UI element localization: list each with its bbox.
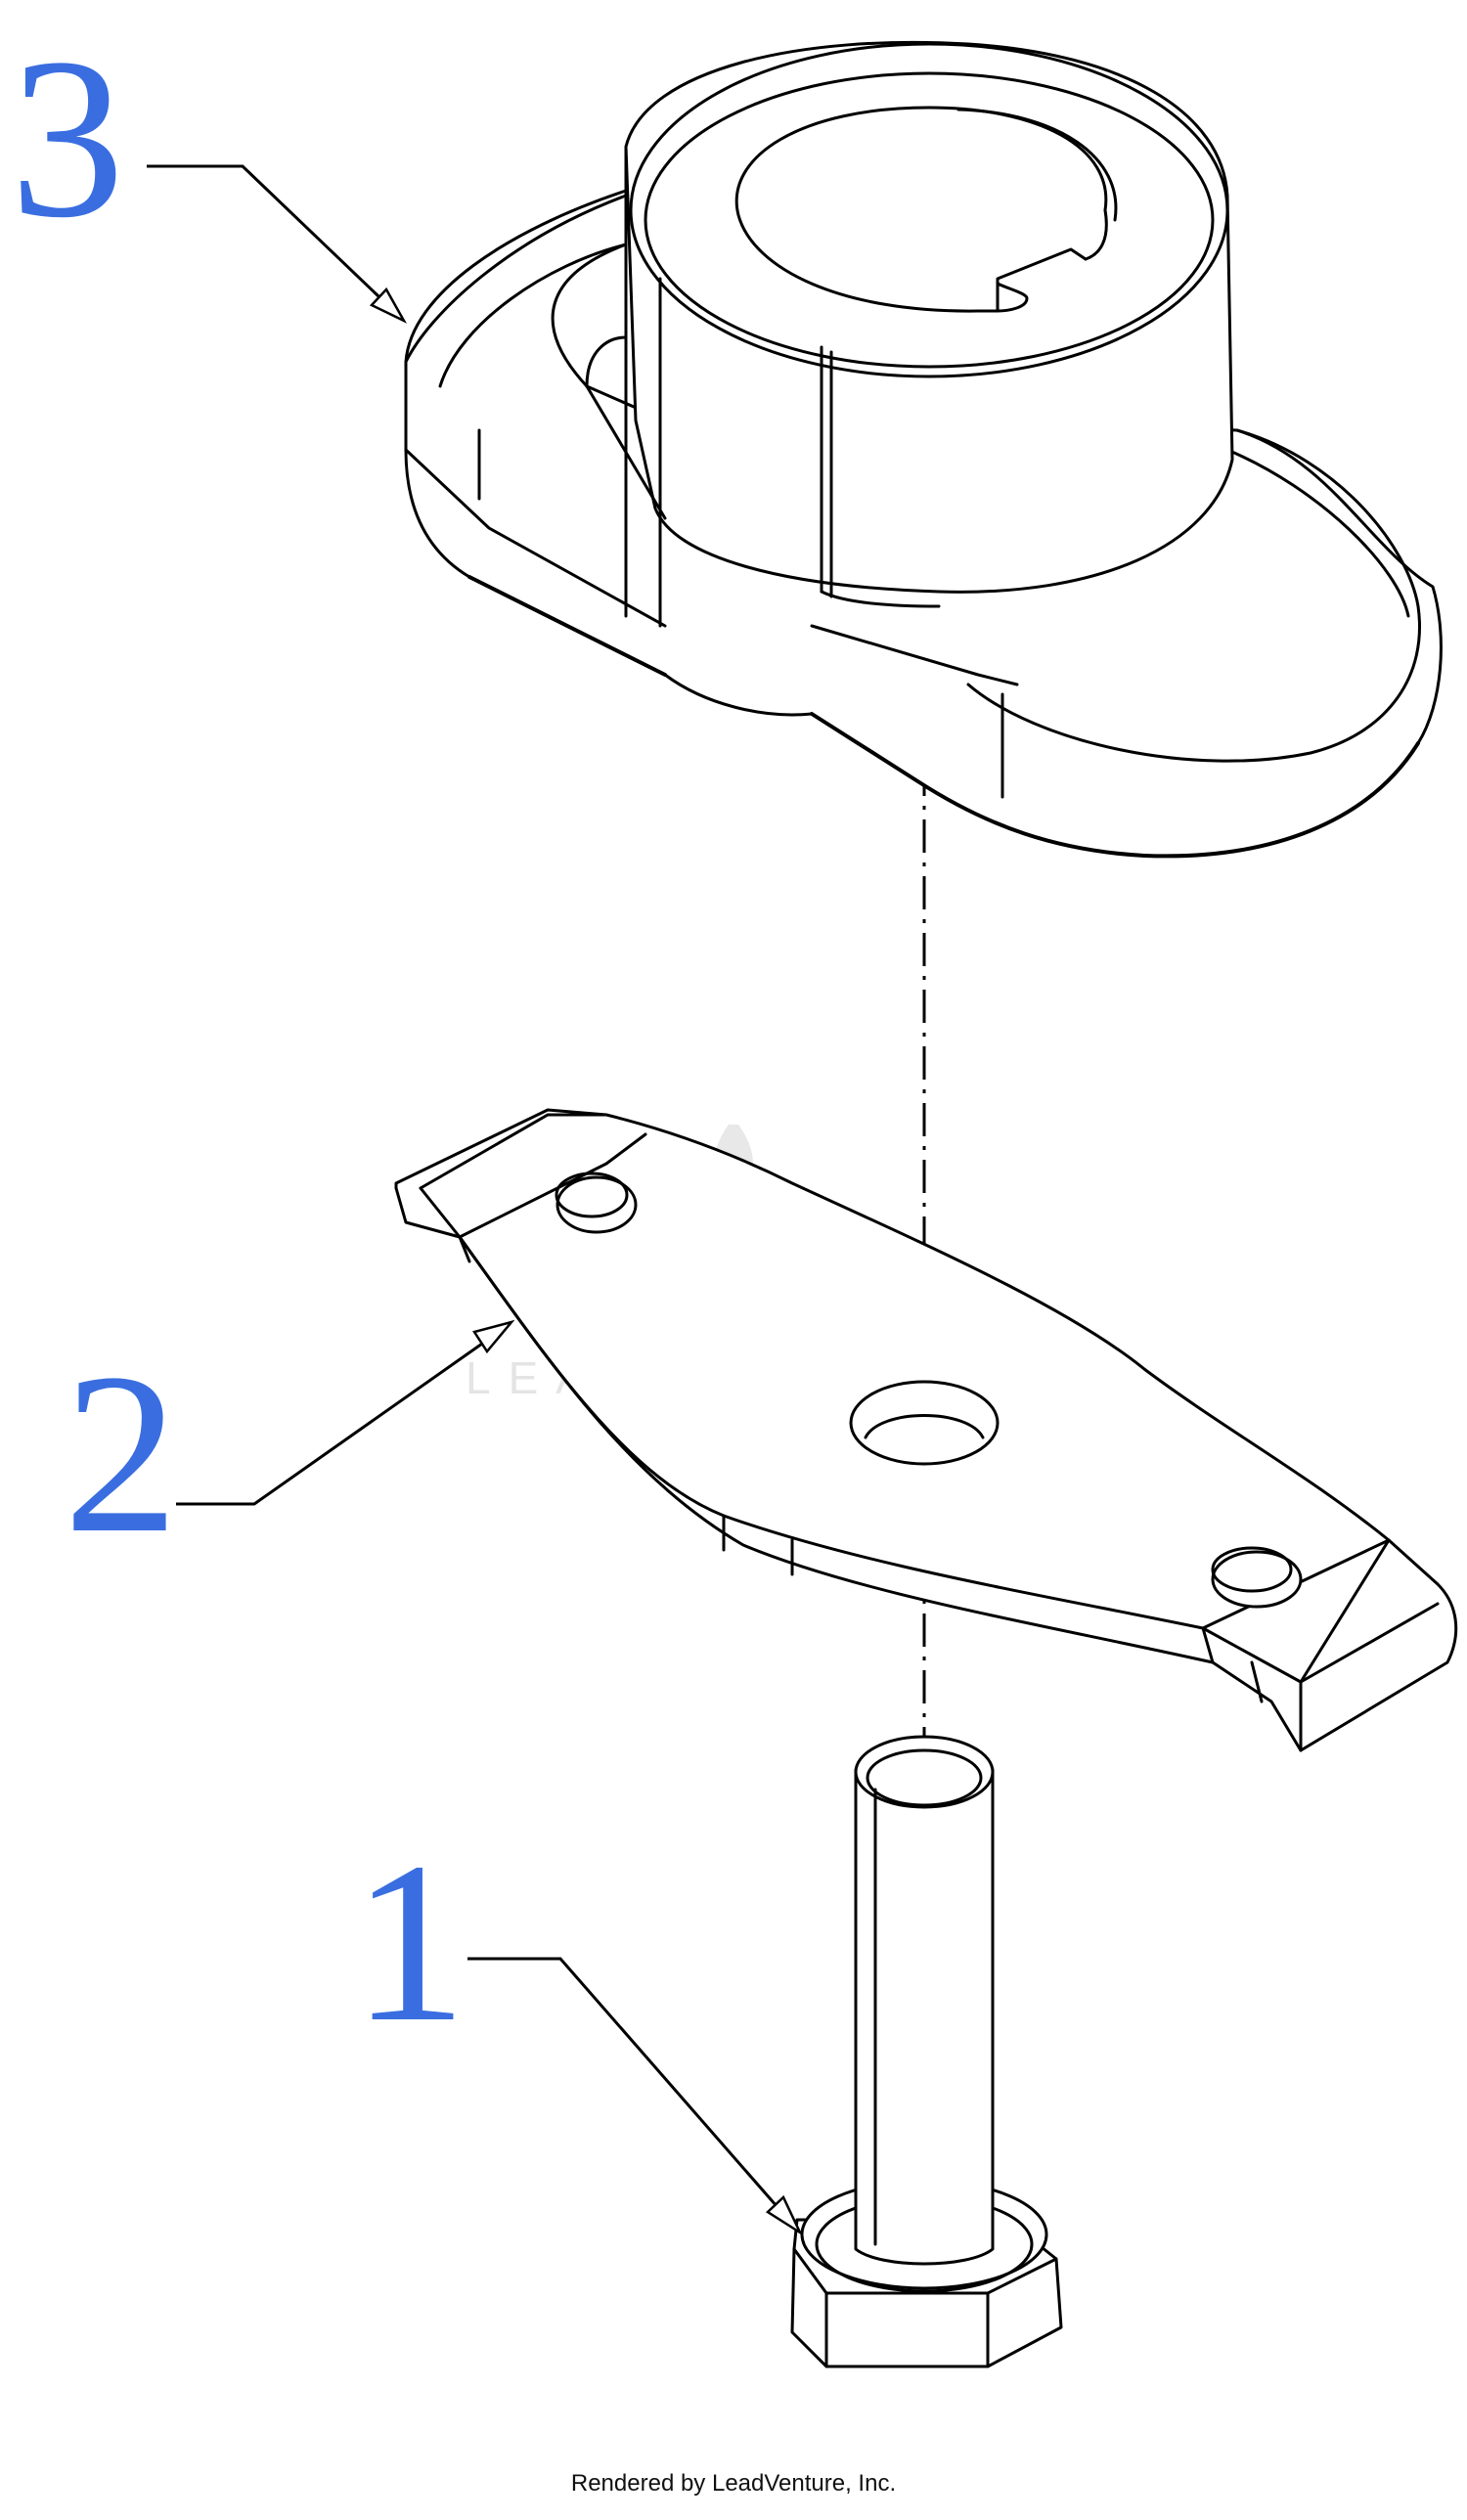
leader-arrow-2	[472, 1319, 515, 1354]
callout-label-1: 1	[352, 1815, 467, 2069]
part-3-housing	[404, 40, 1443, 859]
leader-line-1	[467, 1957, 799, 2231]
leader-line-2	[176, 1323, 510, 1506]
callout-label-3: 3	[10, 11, 125, 265]
callout-1: 1	[352, 1815, 803, 2236]
part-2-plate	[394, 1108, 1458, 1752]
leader-arrow-3	[369, 287, 408, 324]
part-1-bolt	[790, 1735, 1063, 2368]
callout-2: 2	[64, 1319, 515, 1580]
callout-label-2: 2	[64, 1326, 179, 1580]
leader-line-3	[147, 164, 403, 320]
callout-3: 3	[10, 11, 408, 324]
render-credit-footer: Rendered by LeadVenture, Inc.	[570, 2470, 897, 2497]
leader-arrow-1	[765, 2194, 803, 2236]
